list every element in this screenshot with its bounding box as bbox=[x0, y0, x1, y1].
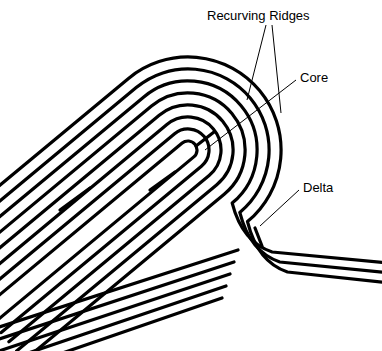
core-label: Core bbox=[300, 70, 328, 85]
ridge-line bbox=[0, 262, 234, 342]
ridge-label: Recurving Ridges bbox=[207, 8, 310, 23]
leader-line bbox=[247, 25, 266, 100]
ridge-line bbox=[0, 69, 382, 274]
leader-line bbox=[272, 25, 281, 113]
leader-line bbox=[260, 190, 299, 226]
ridge-line bbox=[0, 250, 238, 330]
fingerprint-ridges bbox=[0, 57, 382, 351]
ridge-line bbox=[0, 117, 221, 342]
ridge-line bbox=[0, 274, 230, 351]
delta-label: Delta bbox=[303, 180, 333, 195]
ridge-line bbox=[60, 188, 90, 210]
ridge-line bbox=[0, 57, 382, 284]
ridge-line bbox=[150, 172, 175, 190]
ridge-line bbox=[0, 298, 222, 351]
ridge-line bbox=[0, 286, 226, 351]
ridge-line bbox=[0, 81, 382, 264]
ridge-line bbox=[255, 228, 262, 246]
ridge-line bbox=[0, 93, 245, 351]
leader-line bbox=[205, 80, 296, 150]
ridge-line bbox=[196, 132, 214, 146]
leader-lines bbox=[205, 25, 299, 226]
